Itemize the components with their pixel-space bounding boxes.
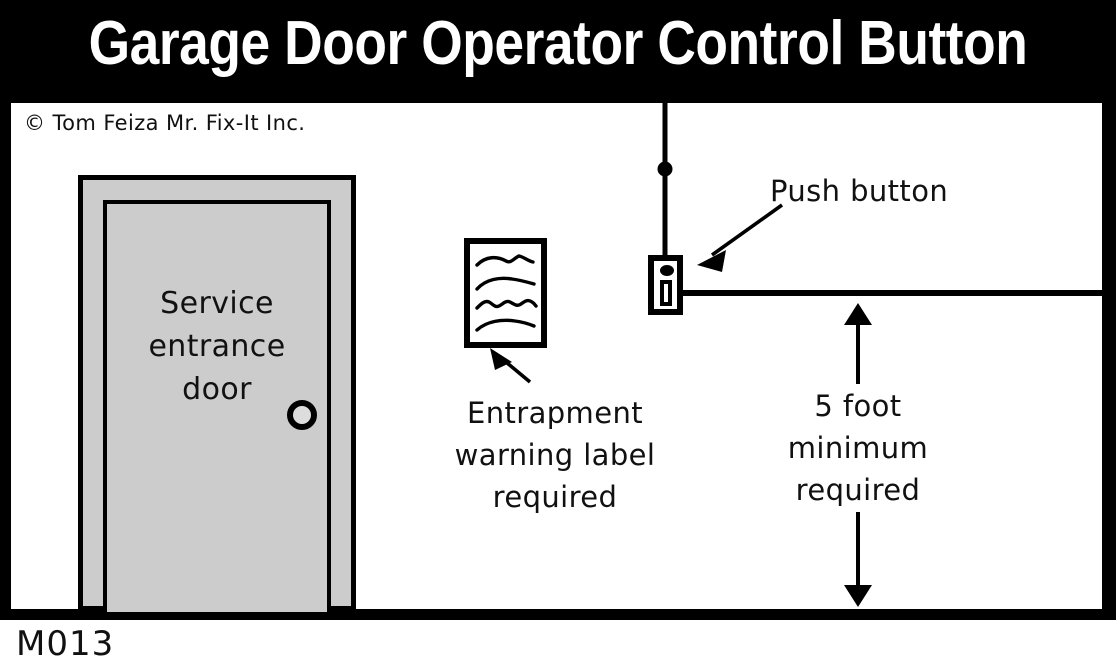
entrapment-warning-label bbox=[464, 238, 547, 348]
door-knob-icon bbox=[287, 400, 317, 430]
entrapment-caption-line-1: Entrapment bbox=[466, 396, 644, 430]
model-code: M013 bbox=[16, 624, 115, 664]
push-button-device bbox=[648, 255, 683, 315]
dimension-caption-line-3: required bbox=[795, 473, 921, 507]
entrapment-caption-line-2: warning label bbox=[454, 438, 656, 472]
door-label-line-1: Service bbox=[160, 286, 274, 321]
entrapment-caption-line-3: required bbox=[492, 480, 618, 514]
door-label: Service entrance door bbox=[107, 282, 327, 411]
dimension-caption-line-1: 5 foot bbox=[814, 389, 902, 423]
title-bar: Garage Door Operator Control Button bbox=[0, 0, 1116, 92]
squiggle-lines-icon bbox=[475, 254, 538, 332]
push-button-caption: Push button bbox=[770, 174, 949, 208]
door-label-line-3: door bbox=[182, 372, 252, 407]
service-entrance-door: Service entrance door bbox=[78, 175, 356, 616]
button-plunger-icon bbox=[660, 280, 672, 306]
door-panel: Service entrance door bbox=[103, 200, 331, 616]
dimension-caption-line-2: minimum bbox=[787, 431, 929, 465]
dimension-caption: 5 foot minimum required bbox=[758, 385, 958, 511]
entrapment-caption: Entrapment warning label required bbox=[420, 392, 690, 518]
page-title: Garage Door Operator Control Button bbox=[88, 9, 1028, 78]
button-screw-icon bbox=[660, 265, 674, 276]
door-label-line-2: entrance bbox=[148, 329, 286, 364]
copyright-notice: © Tom Feiza Mr. Fix-It Inc. bbox=[24, 111, 306, 135]
